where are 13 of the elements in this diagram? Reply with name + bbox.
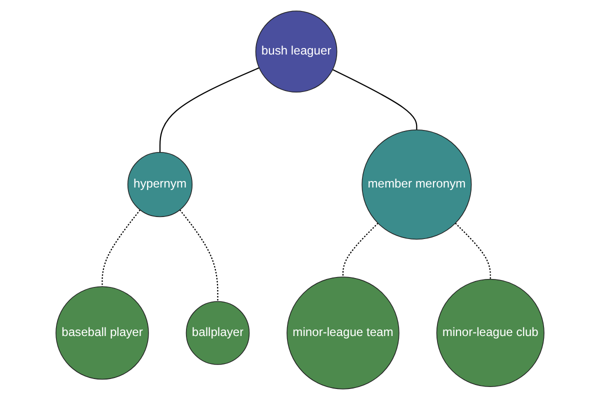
node-circle: baseball player (56, 286, 149, 380)
connector (179, 210, 218, 302)
connector (102, 210, 141, 287)
connector (342, 222, 378, 277)
connector (332, 69, 418, 130)
node-circle: minor-league team (286, 276, 400, 390)
node-circle: ballplayer (186, 301, 250, 365)
node-circle: minor-league club (436, 278, 544, 387)
connector (454, 222, 491, 280)
connector (159, 67, 260, 152)
node-circle: bush leaguer (255, 10, 338, 93)
node-circle: hypernym (127, 152, 193, 218)
node-circle: member meronym (362, 130, 472, 240)
